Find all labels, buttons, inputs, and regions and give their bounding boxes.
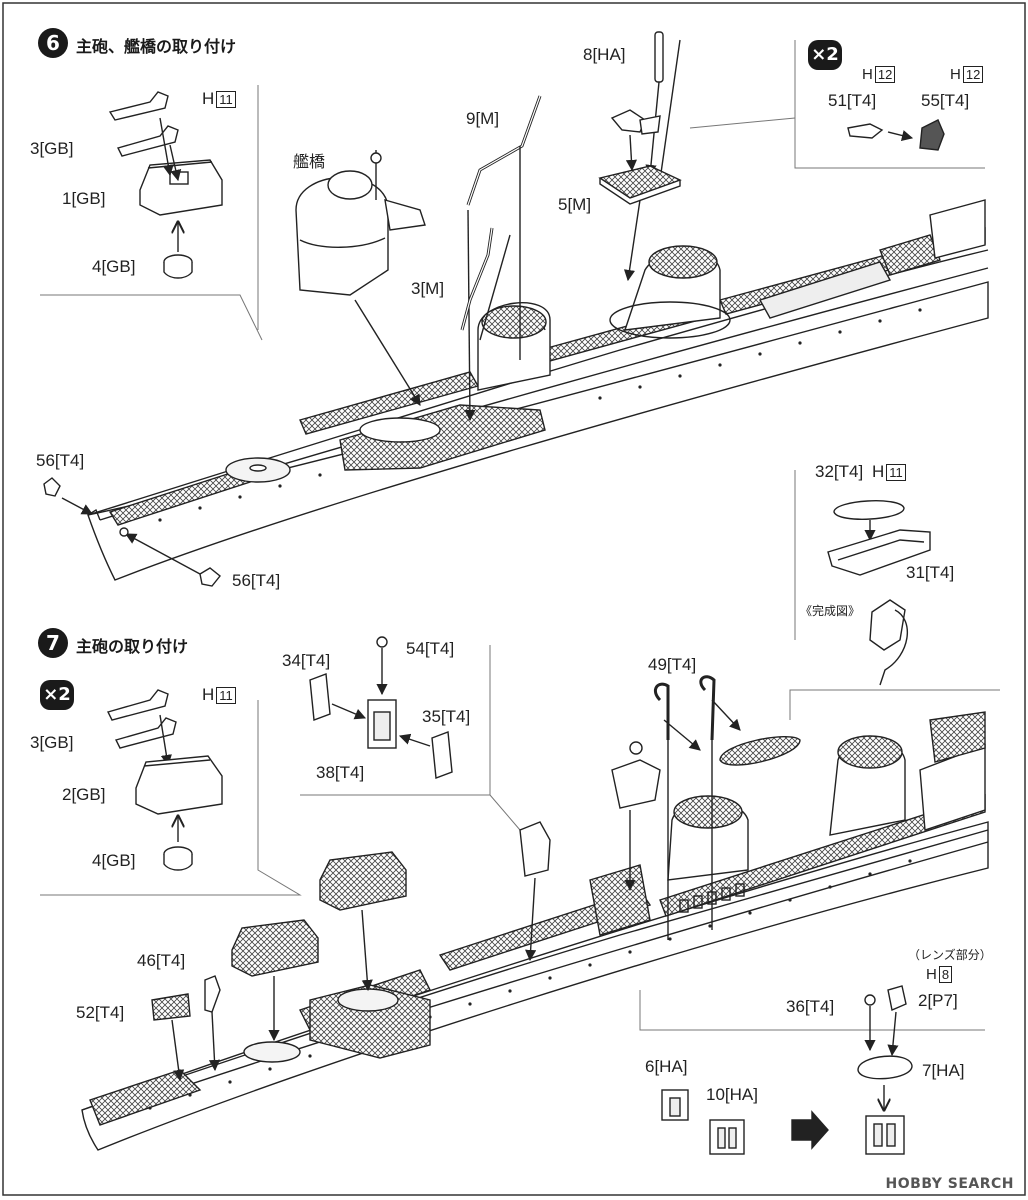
- h11-box: 11: [216, 91, 236, 108]
- label-46t4: 46[T4]: [137, 951, 186, 970]
- label-3gb-7: 3[GB]: [30, 733, 74, 752]
- label-38t4: 38[T4]: [316, 763, 365, 782]
- h8-box: 8: [938, 966, 953, 983]
- h-prefix: H: [926, 966, 937, 983]
- h-prefix: H: [950, 66, 961, 83]
- label-49t4: 49[T4]: [648, 655, 697, 674]
- step-6-number: 6: [38, 28, 68, 58]
- label-10ha: 10[HA]: [706, 1085, 758, 1104]
- h-prefix: H: [871, 462, 885, 481]
- label-bridge: 艦橋: [293, 154, 326, 171]
- label-3gb: 3[GB]: [30, 139, 74, 158]
- label-54t4: 54[T4]: [406, 639, 455, 658]
- label-52t4: 52[T4]: [76, 1003, 125, 1022]
- h12-box-a: 12: [874, 66, 896, 83]
- h11-box-7: 11: [216, 687, 236, 704]
- watermark: HOBBY SEARCH: [885, 1176, 1014, 1192]
- label-56t4-a: 56[T4]: [36, 451, 85, 470]
- label-4gb-7: 4[GB]: [92, 851, 136, 870]
- step-6-title: 主砲、艦橋の取り付け: [76, 37, 237, 56]
- step7-parts: [106, 636, 913, 1155]
- h11-box-b: 11: [886, 464, 906, 481]
- h-prefix: H: [202, 685, 215, 704]
- label-2p7: 2[P7]: [918, 991, 958, 1010]
- ship-hull-upper: [87, 199, 989, 581]
- label-34t4: 34[T4]: [282, 651, 331, 670]
- label-56t4-b: 56[T4]: [232, 571, 281, 590]
- label-4gb: 4[GB]: [92, 257, 136, 276]
- label-3m: 3[M]: [411, 279, 445, 298]
- label-7ha: 7[HA]: [922, 1061, 965, 1080]
- label-1gb: 1[GB]: [62, 189, 106, 208]
- label-5m: 5[M]: [558, 195, 592, 214]
- label-32t4-text: 32[T4]: [815, 462, 864, 481]
- label-51t4: 51[T4]: [828, 91, 877, 110]
- label-55t4: 55[T4]: [921, 91, 970, 110]
- label-31t4: 31[T4]: [906, 563, 955, 582]
- h12-box-b: 12: [962, 66, 984, 83]
- step-7-number: 7: [38, 628, 68, 658]
- label-lens-note: （レンズ部分）: [908, 948, 992, 962]
- label-36t4: 36[T4]: [786, 997, 835, 1016]
- step-7-multiplier: ×2: [40, 680, 74, 710]
- step-6-multiplier: ×2: [808, 40, 842, 70]
- step-7-title: 主砲の取り付け: [76, 637, 189, 656]
- label-2gb: 2[GB]: [62, 785, 106, 804]
- label-9m: 9[M]: [466, 109, 500, 128]
- h-prefix: H: [202, 89, 215, 108]
- h-prefix: H: [862, 66, 873, 83]
- label-35t4: 35[T4]: [422, 707, 471, 726]
- label-6ha: 6[HA]: [645, 1057, 688, 1076]
- label-8ha: 8[HA]: [583, 45, 626, 64]
- label-completed: 《完成図》: [800, 604, 861, 618]
- step6-parts: [43, 31, 945, 686]
